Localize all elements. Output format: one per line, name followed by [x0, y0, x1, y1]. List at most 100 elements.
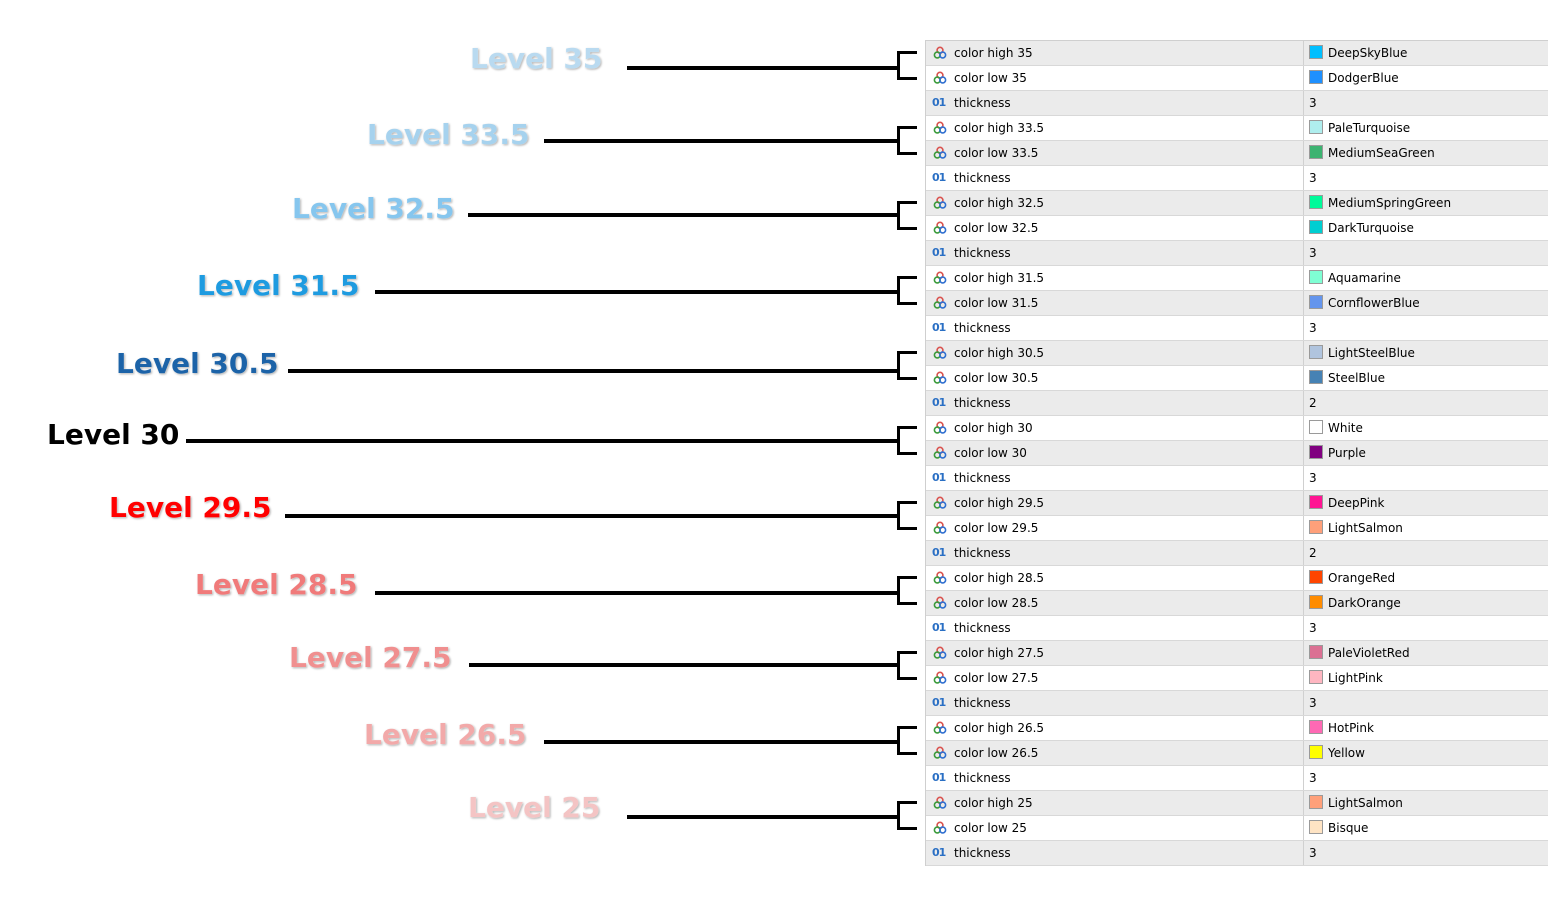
- color-swatch: [1309, 445, 1323, 459]
- level-bracket: [897, 51, 917, 80]
- color-value-cell[interactable]: DeepPink: [1304, 491, 1548, 515]
- color-value-cell[interactable]: PaleTurquoise: [1304, 116, 1548, 140]
- color-value-cell[interactable]: MediumSeaGreen: [1304, 141, 1548, 165]
- color-value-cell[interactable]: Bisque: [1304, 816, 1548, 840]
- color-palette-icon: [933, 521, 947, 535]
- color-value-cell[interactable]: PaleVioletRed: [1304, 641, 1548, 665]
- color-value-cell[interactable]: Yellow: [1304, 741, 1548, 765]
- color-value-cell[interactable]: DarkOrange: [1304, 591, 1548, 615]
- property-name: thickness: [954, 771, 1011, 785]
- property-value: LightSalmon: [1328, 796, 1403, 810]
- level-connector-line: [288, 369, 900, 373]
- int-value-cell[interactable]: 3: [1304, 241, 1548, 265]
- color-value-cell[interactable]: CornflowerBlue: [1304, 291, 1548, 315]
- int-value-cell[interactable]: 2: [1304, 391, 1548, 415]
- level-connector-line: [375, 290, 900, 294]
- color-palette-icon: [933, 446, 947, 460]
- int-value-cell[interactable]: 3: [1304, 466, 1548, 490]
- color-value-cell[interactable]: DarkTurquoise: [1304, 216, 1548, 240]
- color-value-cell[interactable]: LightSteelBlue: [1304, 341, 1548, 365]
- property-name: color high 26.5: [954, 721, 1045, 735]
- int-value-cell[interactable]: 3: [1304, 91, 1548, 115]
- color-palette-icon: [933, 221, 947, 235]
- color-swatch: [1309, 745, 1323, 759]
- property-name-cell: color low 27.5: [926, 666, 1304, 690]
- int-value-cell[interactable]: 2: [1304, 541, 1548, 565]
- level-label: Level 28.5: [195, 568, 358, 601]
- color-value-cell[interactable]: LightSalmon: [1304, 791, 1548, 815]
- int-value-cell[interactable]: 3: [1304, 841, 1548, 865]
- property-name: thickness: [954, 696, 1011, 710]
- property-name-cell: color low 30.5: [926, 366, 1304, 390]
- property-value: Purple: [1328, 446, 1366, 460]
- property-name-cell: color high 31.5: [926, 266, 1304, 290]
- int-value-cell[interactable]: 3: [1304, 766, 1548, 790]
- property-row[interactable]: 01 thickness 3: [926, 766, 1548, 791]
- color-palette-icon: [933, 296, 947, 310]
- level-bracket: [897, 351, 917, 380]
- int-value-cell[interactable]: 3: [1304, 691, 1548, 715]
- level-bracket: [897, 501, 917, 530]
- property-value: DeepPink: [1328, 496, 1385, 510]
- color-value-cell[interactable]: Aquamarine: [1304, 266, 1548, 290]
- color-value-cell[interactable]: MediumSpringGreen: [1304, 191, 1548, 215]
- property-name: thickness: [954, 396, 1011, 410]
- color-value-cell[interactable]: DeepSkyBlue: [1304, 41, 1548, 65]
- color-value-cell[interactable]: DodgerBlue: [1304, 66, 1548, 90]
- integer-type-icon: 01: [932, 771, 946, 784]
- color-value-cell[interactable]: Purple: [1304, 441, 1548, 465]
- int-value-cell[interactable]: 3: [1304, 616, 1548, 640]
- int-value-cell[interactable]: 3: [1304, 316, 1548, 340]
- int-value-cell[interactable]: 3: [1304, 166, 1548, 190]
- level-connector-line: [469, 663, 900, 667]
- color-value-cell[interactable]: LightPink: [1304, 666, 1548, 690]
- color-value-cell[interactable]: HotPink: [1304, 716, 1548, 740]
- color-value-cell[interactable]: LightSalmon: [1304, 516, 1548, 540]
- property-name-cell: color high 35: [926, 41, 1304, 65]
- color-value-cell[interactable]: White: [1304, 416, 1548, 440]
- color-value-cell[interactable]: OrangeRed: [1304, 566, 1548, 590]
- integer-type-icon: 01: [932, 696, 946, 709]
- property-row[interactable]: color high 26.5 HotPink: [926, 716, 1548, 741]
- property-value: CornflowerBlue: [1328, 296, 1420, 310]
- color-value-cell[interactable]: SteelBlue: [1304, 366, 1548, 390]
- property-name: thickness: [954, 621, 1011, 635]
- property-row[interactable]: 01 thickness 3: [926, 691, 1548, 716]
- property-name-cell: color low 26.5: [926, 741, 1304, 765]
- color-palette-icon: [933, 71, 947, 85]
- integer-type-icon: 01: [932, 471, 946, 484]
